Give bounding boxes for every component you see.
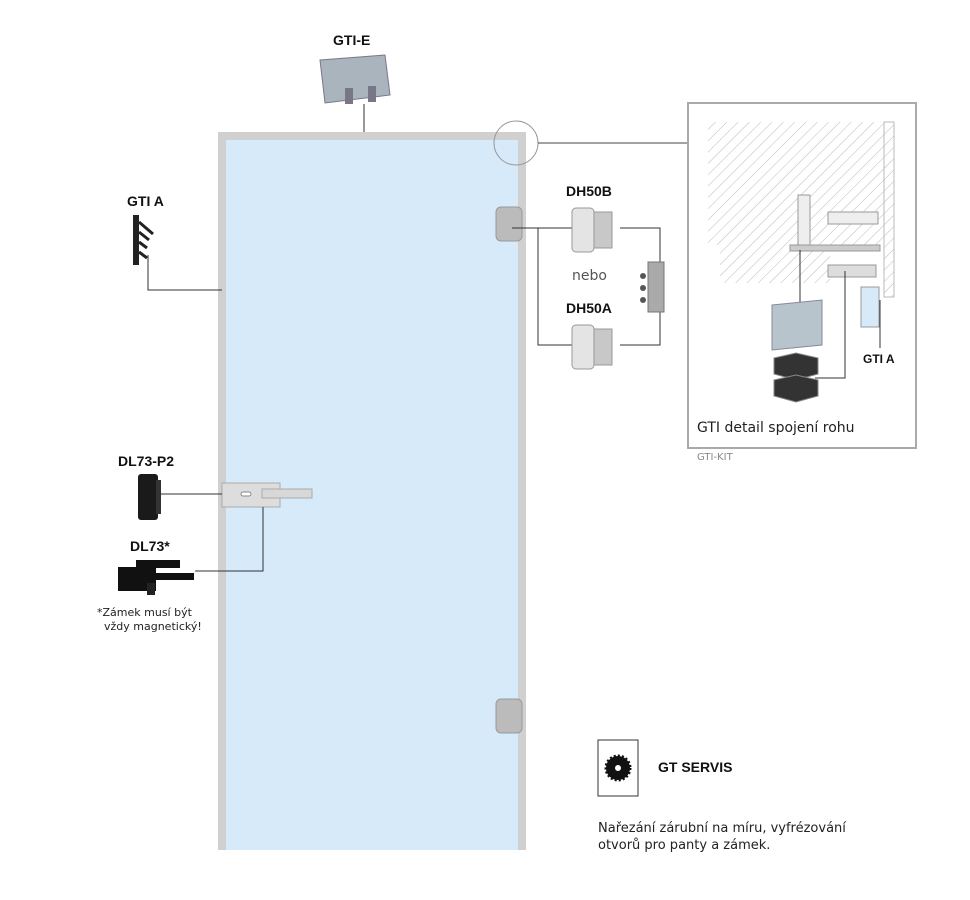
dl73-p2-lock-image xyxy=(138,474,161,520)
lock-note-line-1: *Zámek musí být xyxy=(97,606,192,619)
detail-gti-a-label: GTI A xyxy=(863,352,895,366)
gt-servis-desc-line-1: Nařezání zárubní na míru, vyfrézování xyxy=(598,821,846,836)
kit-code: GTI-KIT xyxy=(697,452,733,463)
gti-a-label: GTI A xyxy=(127,193,164,209)
dh50b-hinge-image xyxy=(571,207,613,253)
dh50a-hinge-image xyxy=(571,324,613,370)
gt-servis-title: GT SERVIS xyxy=(658,759,733,775)
hinge-side-image xyxy=(640,261,665,313)
dl73-p2-label: DL73-P2 xyxy=(118,453,175,469)
dl73-label: DL73* xyxy=(130,538,170,554)
lock-note-line-2: vždy magnetický! xyxy=(104,620,202,633)
dl73-lock-image xyxy=(118,560,194,595)
hinge-top xyxy=(495,206,523,242)
dh50a-label: DH50A xyxy=(566,300,612,316)
nebo-label: nebo xyxy=(572,268,607,284)
gt-servis-desc-line-2: otvorů pro panty a zámek. xyxy=(598,838,771,853)
gti-e-profile-image xyxy=(319,54,391,104)
door-frame xyxy=(218,132,526,856)
handle xyxy=(261,488,313,499)
corner-detail-box xyxy=(687,102,917,449)
saw-blade-icon xyxy=(597,739,639,797)
hinge-bottom xyxy=(495,698,523,734)
detail-caption: GTI detail spojení rohu xyxy=(697,420,855,436)
gti-a-profile-image xyxy=(133,215,154,265)
dh50b-label: DH50B xyxy=(566,183,612,199)
gti-e-label: GTI-E xyxy=(333,32,371,48)
